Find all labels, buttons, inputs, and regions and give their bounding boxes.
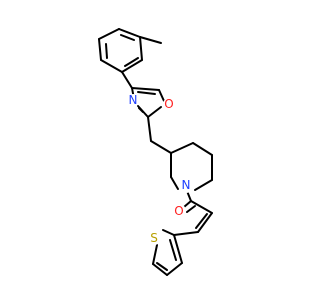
bond [137, 91, 156, 95]
bond [124, 57, 139, 67]
bond [139, 36, 162, 44]
atom-n-ring-a: N [127, 93, 139, 107]
bond [190, 200, 213, 214]
bond [147, 106, 162, 118]
bond [183, 200, 192, 208]
bond [131, 87, 160, 91]
bond [166, 262, 183, 276]
bond [170, 142, 194, 154]
molecule-diagram: N O N O S [98, 28, 213, 276]
bond [170, 176, 179, 190]
bond [156, 262, 168, 271]
bond [118, 28, 141, 38]
bond [194, 179, 213, 191]
bond [120, 34, 135, 41]
atom-o-ring: O [163, 97, 175, 111]
structure-drawing: N O N O S [98, 28, 213, 276]
bond [150, 140, 172, 154]
bond [186, 205, 196, 213]
bonds [98, 28, 213, 276]
bond [152, 244, 158, 265]
bond [100, 59, 123, 73]
bond [138, 107, 144, 113]
atom-o-carbonyl: O [172, 204, 186, 218]
bond [173, 231, 199, 236]
bond [105, 43, 108, 59]
atom-n-ring-a-label: N [129, 93, 138, 107]
bond [98, 38, 102, 61]
bond [121, 71, 133, 89]
bond [121, 59, 143, 73]
bond [147, 116, 152, 142]
bond [192, 142, 213, 156]
atom-n-pip: N [179, 178, 193, 193]
bond [197, 212, 213, 233]
atom-labels: N O N O S [127, 93, 193, 245]
bond [169, 239, 177, 261]
atom-s-thiophene-label: S [150, 231, 158, 245]
atom-n-ring-b [161, 117, 163, 119]
bond [162, 229, 175, 236]
bond [98, 28, 120, 40]
bond [173, 234, 183, 264]
bond [152, 263, 168, 276]
atom-o-carbonyl-label: O [174, 204, 183, 218]
bond [195, 213, 208, 229]
atom-n-pip-label: N [182, 178, 191, 192]
atom-o-ring-label: O [164, 97, 173, 111]
atom-s-thiophene: S [147, 231, 161, 245]
bond [139, 36, 143, 61]
bond [158, 89, 165, 102]
